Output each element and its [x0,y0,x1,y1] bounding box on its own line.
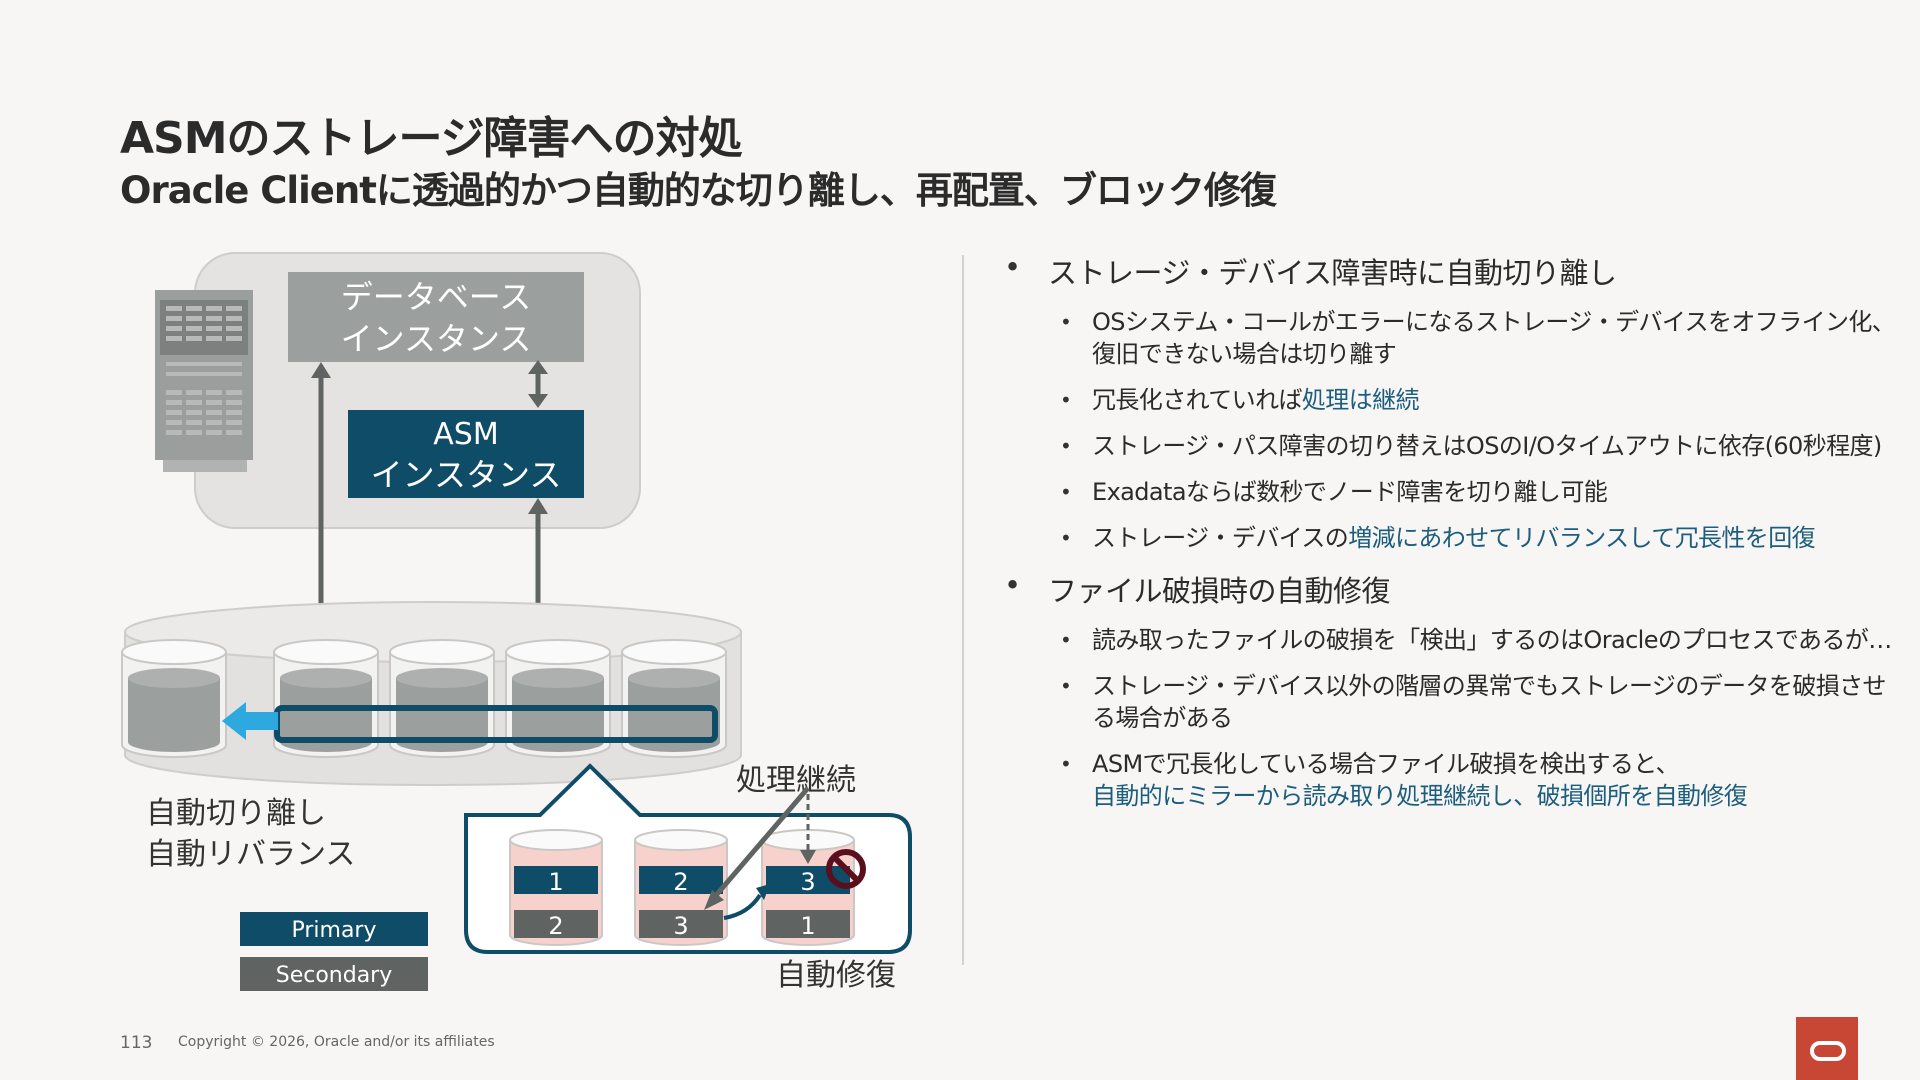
mirror-disk-2-primary: 2 [673,868,688,896]
mirror-disk-3-secondary: 1 [800,912,815,940]
mirror-disk-1: 1 2 [509,829,603,946]
legend-primary-label: Primary [291,918,376,943]
rebalance-arrow-shaft [244,712,278,730]
asm-instance-box [348,410,584,498]
sub-bullet-exadata: Exadataならば数秒でノード障害を切り離し可能 [1060,476,1900,508]
auto-repair-label: 自動修復 [776,958,896,993]
sub-bullet-path-failover: ストレージ・パス障害の切り替えはOSのI/Oタイムアウトに依存(60秒程度) [1060,430,1900,462]
asm-diagram: データベース インスタンス ASM インスタンス [121,252,912,993]
disk-failed [121,639,227,758]
mirror-disk-1-secondary: 2 [548,912,563,940]
page-subtitle: Oracle Clientに透過的かつ自動的な切り離し、再配置、ブロック修復 [120,169,1277,212]
bullet-list: ストレージ・デバイス障害時に自動切り離し OSシステム・コールがエラーになるスト… [1000,250,1900,826]
server-icon [155,290,253,472]
repair-arrowhead [756,884,770,900]
mirror-disk-2-secondary: 3 [673,912,688,940]
db-instance-box [288,272,584,362]
db-instance-label-1: データベース [341,278,531,316]
page-number: 113 [120,1033,153,1053]
repair-arrow [723,893,762,920]
bullet-file-corruption: ファイル破損時の自動修復 [1000,568,1900,610]
disk-5 [621,639,727,758]
auto-rebalance-label: 自動リバランス [146,837,355,872]
sub-bullet-detection: 読み取ったファイルの破損を「検出」するのはOracleのプロセスであるが… [1060,624,1900,656]
bullet-device-failure: ストレージ・デバイス障害時に自動切り離し [1000,250,1900,292]
asm-instance-label-1: ASM [433,417,498,452]
page-title: ASMのストレージ障害への対処 [120,113,743,164]
copyright: Copyright © 2026, Oracle and/or its affi… [178,1034,495,1050]
column-divider [962,255,964,965]
mirror-disk-3-primary: 3 [800,868,815,896]
db-instance-label-2: インスタンス [341,320,532,358]
blocked-icon [826,849,866,889]
mirror-disk-2: 2 3 [634,829,728,946]
connection-arrows [311,360,548,634]
processing-continues-label: 処理継続 [736,763,856,798]
legend-primary-swatch [240,912,428,946]
redirect-arrowhead [704,890,724,910]
sub-bullet-rebalance: ストレージ・デバイスの増減にあわせてリバランスして冗長性を回復 [1060,522,1900,554]
sub-bullet-redundancy: 冗長化されていれば処理は継続 [1060,384,1900,416]
rebalance-arrow-head [222,702,246,740]
oracle-logo-icon [1796,1017,1858,1080]
auto-detach-label: 自動切り離し [146,796,326,831]
disk-3 [389,639,495,758]
sub-bullet-other-layers: ストレージ・デバイス以外の階層の異常でもストレージのデータを破損させる場合がある [1060,670,1900,734]
sub-bullet-auto-repair: ASMで冗長化している場合ファイル破損を検出すると、自動的にミラーから読み取り処… [1060,748,1900,812]
sub-bullet-offline: OSシステム・コールがエラーになるストレージ・デバイスをオフライン化、復旧できな… [1060,306,1900,370]
legend-secondary-swatch [240,957,428,991]
legend-secondary-label: Secondary [276,963,393,988]
disk-2 [273,639,379,758]
asm-instance-label-2: インスタンス [371,456,562,494]
redirect-arrow [710,786,810,902]
disk-4 [505,639,611,758]
mirror-disk-1-primary: 1 [548,868,563,896]
dotted-read-arrowhead [800,850,816,864]
